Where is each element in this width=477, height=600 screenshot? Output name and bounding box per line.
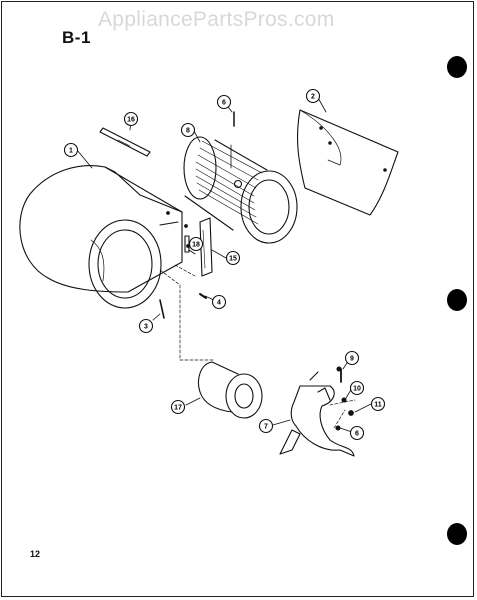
callout-label: 10 xyxy=(353,386,361,393)
callout-label: 17 xyxy=(174,405,182,412)
binder-hole-middle xyxy=(447,289,467,311)
callout-cutoff-plate: 15 xyxy=(225,250,241,266)
fasteners xyxy=(159,111,354,431)
scroll-panel xyxy=(296,109,399,216)
page-number: 12 xyxy=(30,549,41,559)
callout-label: 11 xyxy=(374,402,382,409)
blower-wheel xyxy=(183,136,298,244)
callout-wheel: 8 xyxy=(180,122,196,138)
callout-side-strip: 18 xyxy=(188,236,204,252)
assembly-lines xyxy=(159,244,356,429)
callout-bracket-screw: 9 xyxy=(344,350,360,366)
callout-bolt-center: 4 xyxy=(211,294,227,310)
callout-screw-lower-left: 3 xyxy=(138,318,154,334)
motor-bracket xyxy=(279,371,355,457)
callout-label: 16 xyxy=(127,117,135,124)
callout-label: 4 xyxy=(217,300,221,307)
callout-bracket-washer: 10 xyxy=(349,380,365,396)
callout-label: 18 xyxy=(192,242,200,249)
callout-clamp-screw: 6 xyxy=(349,425,365,441)
blower-motor xyxy=(197,361,263,419)
callout-small-strip: 16 xyxy=(123,111,139,127)
callout-bracket: 7 xyxy=(258,418,274,434)
callout-label: 6 xyxy=(222,100,226,107)
callout-screw-top-wheel: 6 xyxy=(216,94,232,110)
watermark: AppliancePartsPros.com xyxy=(98,8,335,31)
binder-hole-top xyxy=(447,56,467,78)
leader-lines xyxy=(76,95,372,433)
cutoff-plate xyxy=(199,217,213,277)
callout-label: 8 xyxy=(186,128,190,135)
blower-housing xyxy=(19,165,190,309)
callout-label: 1 xyxy=(69,148,73,155)
callout-label: 15 xyxy=(229,256,237,263)
callout-scroll-panel: 2 xyxy=(305,88,321,104)
callout-motor: 17 xyxy=(170,399,186,415)
section-label: B-1 xyxy=(62,28,91,47)
callout-label: 6 xyxy=(355,431,359,438)
callout-label: 9 xyxy=(350,356,354,363)
side-strip xyxy=(184,235,190,253)
callouts: 1 2 3 4 6 6 7 8 9 10 11 15 16 17 18 xyxy=(63,88,386,441)
callout-bracket-nut: 11 xyxy=(370,396,386,412)
callout-label: 3 xyxy=(144,324,148,331)
callout-housing: 1 xyxy=(63,142,79,158)
small-strip xyxy=(99,127,151,157)
callout-label: 2 xyxy=(311,94,315,101)
callout-label: 7 xyxy=(264,424,268,431)
binder-hole-bottom xyxy=(447,523,467,545)
